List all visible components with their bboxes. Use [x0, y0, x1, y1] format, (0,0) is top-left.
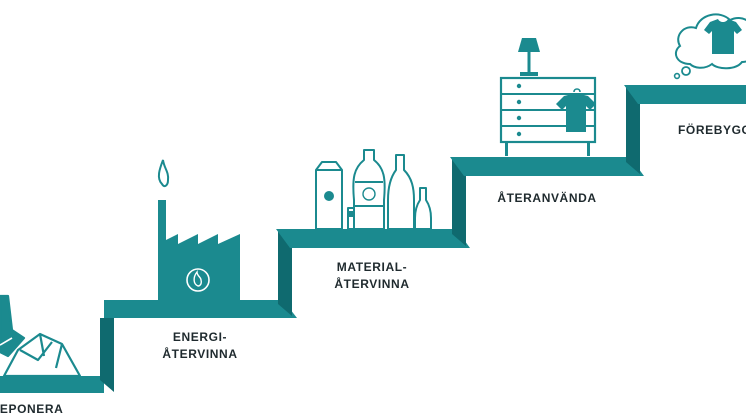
- label-energiatervinna: ENERGI- ÅTERVINNA: [155, 329, 245, 363]
- staircase: [0, 85, 746, 393]
- factory-icon: [157, 159, 240, 300]
- step-label-line1: ENERGI-: [172, 330, 228, 344]
- landing-1: [0, 376, 104, 393]
- riser-1: [100, 318, 114, 392]
- bottles-icon: [315, 149, 432, 230]
- riser-3: [452, 157, 466, 246]
- step-label-line1: MATERIAL-: [336, 260, 408, 274]
- step-label-line2: ÅTERVINNA: [334, 277, 410, 291]
- landing-4: [450, 157, 644, 176]
- step-label-line1: DEPONERA: [0, 402, 64, 416]
- landing-3: [276, 229, 470, 248]
- label-forebygga: FÖREBYGGA: [678, 122, 746, 139]
- riser-4: [626, 85, 640, 174]
- thought-tshirt-icon: [673, 13, 746, 80]
- label-materialatervinna: MATERIAL- ÅTERVINNA: [327, 259, 417, 293]
- step-label-line2: ÅTERVINNA: [162, 347, 238, 361]
- label-ateranvanda: ÅTERANVÄNDA: [492, 190, 602, 207]
- step-label-line1: ÅTERANVÄNDA: [497, 191, 597, 205]
- step-label-line1: FÖREBYGGA: [678, 123, 746, 137]
- landing-5: [624, 85, 746, 104]
- landing-2: [104, 300, 297, 318]
- label-deponera: DEPONERA: [0, 401, 72, 418]
- dresser-icon: [499, 38, 597, 156]
- riser-2: [278, 229, 292, 316]
- landfill-icon: [0, 294, 82, 378]
